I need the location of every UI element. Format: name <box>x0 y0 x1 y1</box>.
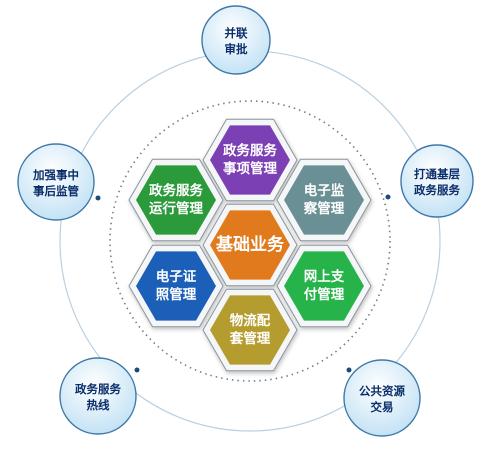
connector-dot <box>134 367 140 373</box>
svg-text:网上支付管理: 网上支付管理 <box>304 268 345 303</box>
svg-text:电子监察管理: 电子监察管理 <box>304 182 345 217</box>
svg-text:公共资源交易: 公共资源交易 <box>359 384 405 414</box>
hex-service-items: 政务服务事项管理 <box>202 118 298 202</box>
svg-text:政务服务运行管理: 政务服务运行管理 <box>149 182 203 217</box>
outer-node-supervision: 加强事中事后监管 <box>17 143 95 221</box>
connector-dot <box>95 195 101 201</box>
hex-core-business: 基础业务 <box>202 203 298 287</box>
hex-cluster: 政务服务事项管理 电子监察管理 网上支付管理 物流配套管理 电子证照管理 政务服… <box>128 118 372 372</box>
dashed-ring <box>109 100 391 382</box>
outer-node-parallel-approval: 并联审批 <box>201 5 271 75</box>
outer-node-service-hotline: 政务服务热线 <box>59 357 137 435</box>
hex-e-supervision: 电子监察管理 <box>276 158 372 242</box>
hex-online-payment: 网上支付管理 <box>276 244 372 328</box>
svg-text:物流配套管理: 物流配套管理 <box>230 312 271 347</box>
svg-text:政务服务热线: 政务服务热线 <box>75 382 121 412</box>
outer-node-public-resource-trading: 公共资源交易 <box>343 359 421 437</box>
svg-text:加强事中事后监管: 加强事中事后监管 <box>32 168 79 198</box>
svg-text:打通基层政务服务: 打通基层政务服务 <box>414 167 460 197</box>
svg-text:政务服务事项管理: 政务服务事项管理 <box>223 142 277 177</box>
svg-text:电子证照管理: 电子证照管理 <box>156 268 197 303</box>
outer-node-grassroots-services: 打通基层政务服务 <box>400 144 474 218</box>
connector-dot <box>346 367 352 373</box>
hex-logistics: 物流配套管理 <box>202 288 298 372</box>
svg-text:基础业务: 基础业务 <box>215 234 285 255</box>
svg-text:并联审批: 并联审批 <box>225 26 248 56</box>
hex-service-operations: 政务服务运行管理 <box>128 158 224 242</box>
connector-dot <box>385 194 391 200</box>
hex-e-license: 电子证照管理 <box>128 244 224 328</box>
